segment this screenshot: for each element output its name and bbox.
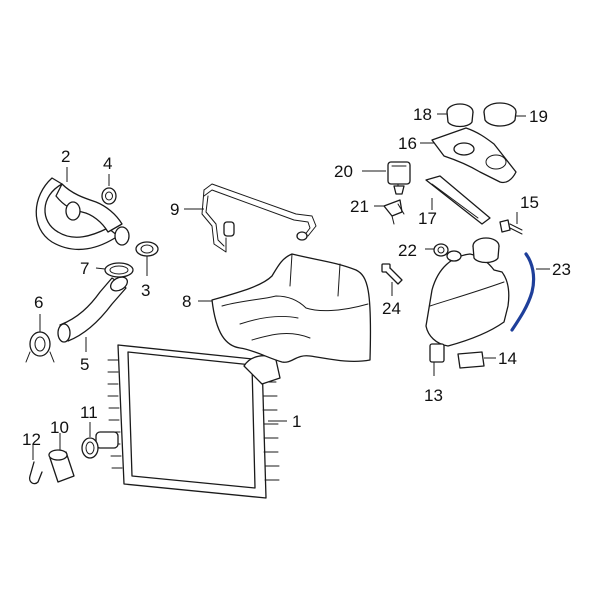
callout-6: 6: [34, 293, 43, 312]
oring-part: 7: [80, 259, 134, 278]
callout-18: 18: [413, 105, 432, 124]
cap-part: 18: [413, 103, 474, 128]
callout-16: 16: [398, 134, 417, 153]
grommet-part: 22: [398, 241, 449, 260]
callout-17: 17: [418, 209, 437, 228]
callout-9: 9: [170, 200, 179, 219]
callout-21: 21: [350, 197, 369, 216]
callout-14: 14: [498, 349, 517, 368]
callout-4: 4: [103, 154, 112, 173]
coupling-part: 10: [48, 418, 75, 483]
upper-hose-part: 2: [35, 147, 123, 250]
callout-13: 13: [424, 386, 443, 405]
callout-3: 3: [141, 281, 150, 300]
sensor-part: 20: [334, 161, 411, 195]
cap-part: 19: [483, 102, 548, 127]
callout-22: 22: [398, 241, 417, 260]
callout-11: 11: [80, 403, 98, 422]
hose-clamp-part: [114, 226, 130, 246]
bleed-screw-part: 24: [381, 263, 403, 318]
clamp-part: 3: [135, 241, 159, 300]
deflector-part: 8: [182, 253, 372, 363]
callout-12: 12: [22, 430, 41, 449]
connector-part: 21: [350, 197, 405, 225]
callout-19: 19: [529, 107, 548, 126]
callout-2: 2: [61, 147, 70, 166]
oring-part: 4: [101, 154, 117, 205]
callout-8: 8: [182, 292, 191, 311]
clip-part: 12: [22, 430, 43, 485]
clamp-part: 6: [25, 293, 55, 363]
callout-23: 23: [552, 260, 571, 279]
radiator-part: 1: [95, 344, 301, 499]
overflow-hose-part: 23: [510, 252, 571, 332]
oring-part: 11: [80, 403, 99, 459]
callout-10: 10: [50, 418, 69, 437]
callout-7: 7: [80, 259, 89, 278]
callout-24: 24: [382, 299, 401, 318]
callout-1: 1: [292, 412, 301, 431]
callout-20: 20: [334, 162, 353, 181]
lower-hose-part: 5: [57, 276, 129, 374]
bracket-part: 17: [418, 175, 491, 228]
tube-part: 9: [170, 183, 317, 253]
pad-part: 14: [457, 349, 517, 369]
callout-5: 5: [80, 355, 89, 374]
filler-housing-part: 16: [398, 127, 517, 184]
expansion-tank-part: 13: [424, 237, 510, 405]
highlighted-hose: [510, 252, 536, 332]
bolt-part: 15: [499, 193, 539, 235]
callout-15: 15: [520, 193, 539, 212]
